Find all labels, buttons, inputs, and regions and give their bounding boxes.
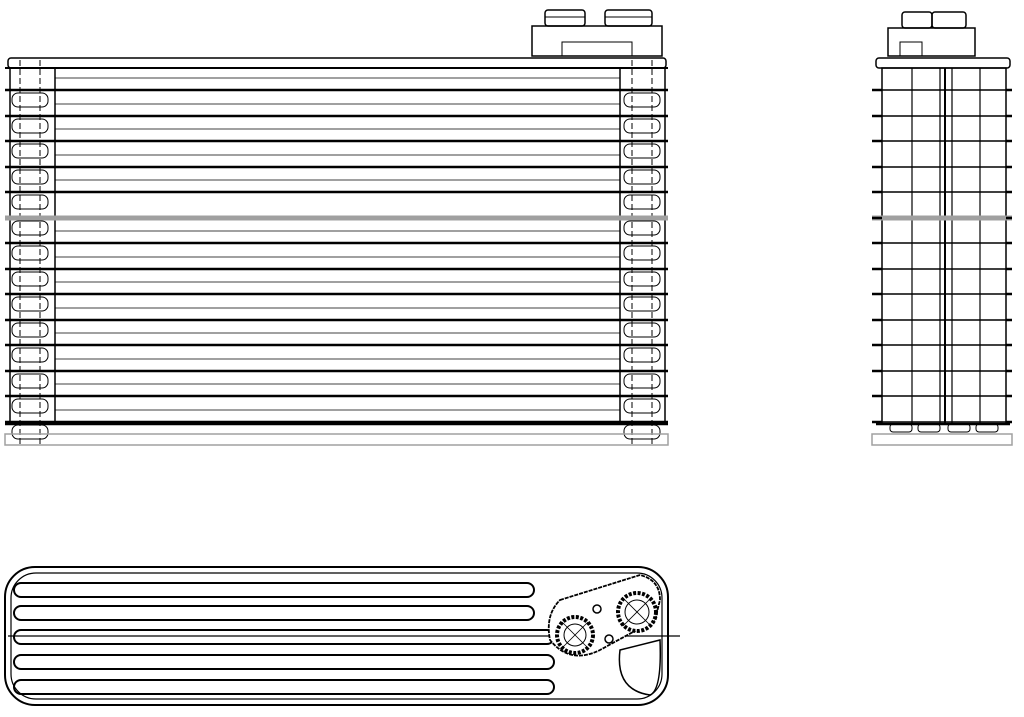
- outlet-pipe: [604, 9, 653, 27]
- header-cell: [623, 169, 661, 185]
- header-cell: [623, 373, 661, 389]
- outlet-fitting-bore: [624, 599, 650, 625]
- front-view: [4, 9, 669, 446]
- side-bottom-base: [871, 433, 1013, 446]
- header-cell: [11, 296, 49, 312]
- bolt-hole: [592, 604, 602, 614]
- header-cell: [11, 194, 49, 210]
- header-cell: [11, 245, 49, 261]
- side-fitting-plate: [899, 41, 923, 57]
- header-cell: [11, 169, 49, 185]
- side-foot: [947, 423, 971, 433]
- channel: [13, 605, 535, 621]
- header-cell: [11, 220, 49, 236]
- side-foot: [975, 423, 999, 433]
- header-cell: [623, 220, 661, 236]
- header-cell: [623, 398, 661, 414]
- header-cell: [623, 245, 661, 261]
- bottom-view: [4, 566, 680, 706]
- header-cell: [623, 424, 661, 440]
- bottom-base: [4, 433, 669, 446]
- header-cell: [623, 118, 661, 134]
- side-foot: [889, 423, 913, 433]
- header-cell: [623, 322, 661, 338]
- fitting-cross: [622, 597, 652, 627]
- bolt-hole: [604, 634, 614, 644]
- side-view: [871, 11, 1013, 446]
- header-cell: [11, 398, 49, 414]
- channel: [13, 679, 555, 695]
- header-cell: [623, 347, 661, 363]
- header-cell: [623, 271, 661, 287]
- header-cell: [623, 194, 661, 210]
- top-plate: [7, 57, 667, 69]
- channel: [13, 654, 555, 670]
- header-cell: [11, 322, 49, 338]
- header-cell: [11, 118, 49, 134]
- fitting-plate: [561, 41, 633, 57]
- fitting-block: [531, 25, 663, 57]
- header-cell: [623, 296, 661, 312]
- side-lobe: [618, 639, 662, 696]
- header-cell: [11, 143, 49, 159]
- side-top-plate: [875, 57, 1011, 69]
- header-cell: [11, 92, 49, 108]
- side-pipe: [931, 11, 967, 29]
- inlet-pipe: [544, 9, 586, 27]
- header-cell: [623, 143, 661, 159]
- header-cell: [11, 347, 49, 363]
- side-foot: [917, 423, 941, 433]
- inlet-fitting-bore: [563, 623, 587, 647]
- fitting-cross: [561, 621, 589, 649]
- header-cell: [11, 373, 49, 389]
- channel: [13, 629, 555, 645]
- header-cell: [623, 92, 661, 108]
- side-pipe: [901, 11, 933, 29]
- header-cell: [11, 271, 49, 287]
- header-cell: [11, 424, 49, 440]
- channel: [13, 582, 535, 598]
